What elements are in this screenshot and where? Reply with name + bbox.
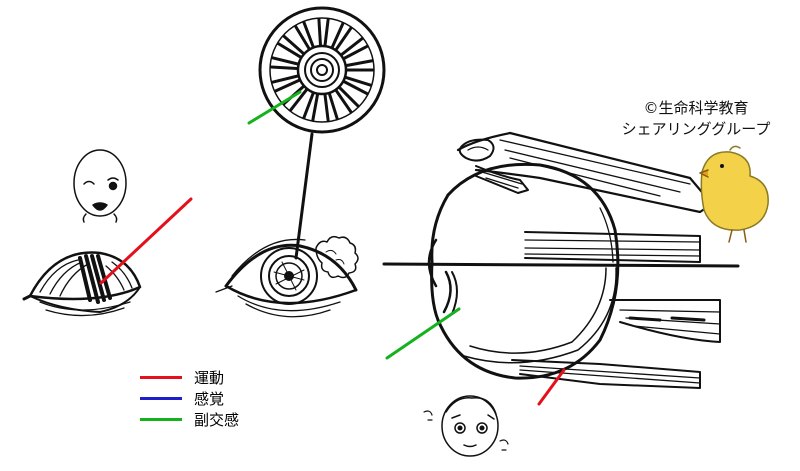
iris-connector-line [294,132,314,260]
chick-doodle [699,145,769,243]
motor-nerve-line-left [99,197,193,285]
iris-ray [311,93,320,122]
iris-ray [323,93,330,123]
motor-nerve-line-bottom [537,368,566,406]
iris-ray [289,88,309,112]
iris-ray [302,20,315,49]
legend-label-sensory: 感覚 [194,390,225,408]
iris-ray [338,86,360,108]
optical-axis-line [382,262,740,268]
baby-face [73,149,127,223]
left-eye-muscle [22,251,142,317]
legend-label-parasympathetic: 副交感 [194,411,240,429]
legend: 運動 感覚 副交感 [140,367,239,430]
parasympathetic-line-eye [385,307,461,360]
iris-ray [334,89,353,114]
iris-ray [342,44,369,60]
iris-ray [344,75,373,87]
eye-globe-side [427,131,721,389]
iris-ray [345,59,374,67]
iris-ray [269,65,299,71]
legend-item-parasympathetic: 副交感 [140,409,239,430]
iris-closeup [258,6,386,134]
iris-ray [317,17,322,47]
legend-swatch-parasympathetic [140,418,182,421]
iris-ray [342,80,369,96]
iris-ray [270,56,300,66]
iris-ray [282,34,305,55]
parasympathetic-line-iris [247,90,302,125]
iris-ray [323,17,330,47]
legend-item-motor: 運動 [140,367,239,388]
iris-ray [294,24,311,51]
legend-item-sensory: 感覚 [140,388,239,409]
credit-line-1: ©生命科学教育 [643,99,749,117]
iris-ray [340,37,364,57]
iris-ray [276,42,303,59]
iris-ray [330,21,345,49]
copyright-credit: ©生命科学教育 シェアリンググループ [596,98,796,140]
iris-ray [302,91,315,120]
front-eye [215,235,359,318]
iris-ray [327,92,339,121]
worried-face [423,395,509,457]
iris-ray [274,78,301,93]
legend-swatch-motor [140,376,182,379]
legend-swatch-sensory [140,397,182,400]
credit-line-2: シェアリンググループ [621,120,771,138]
legend-label-motor: 運動 [194,369,225,387]
iris-ray [270,74,300,84]
iris-ray [334,26,353,51]
